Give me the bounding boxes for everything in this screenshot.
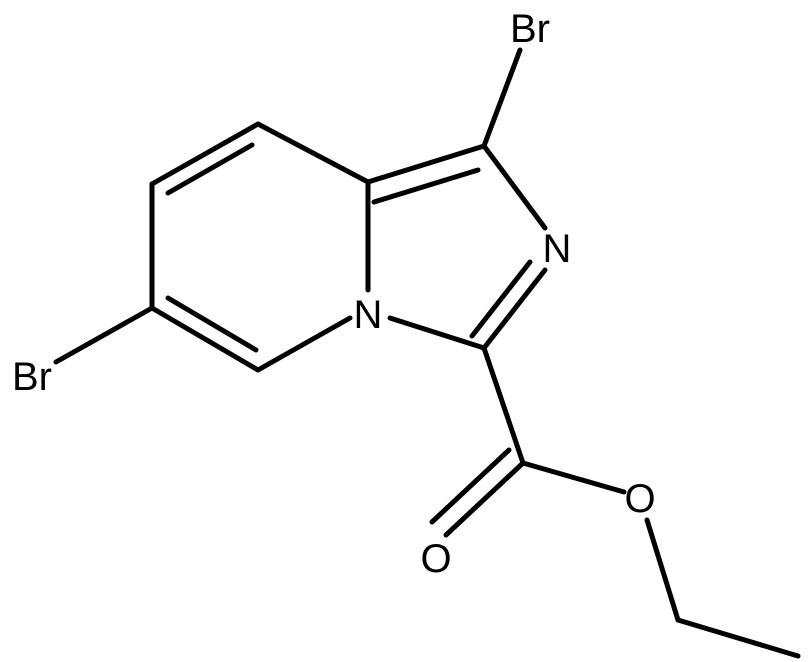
bond-c8a-c1-inner [371,167,481,205]
bond-ccarbonyl-o-double-a [443,460,526,538]
bond-oester-ch2 [644,517,681,623]
bond-c6-c5 [149,305,261,373]
bond-c8a-c1 [365,143,487,185]
bond-ch2-ch3 [675,617,801,659]
bond-n2-c3 [481,267,548,351]
bond-c8a-c8 [255,121,371,185]
bond-c6-c5-inner [165,295,259,353]
nitrogen-label-ring: N [543,227,572,271]
bond-c6-br [53,305,155,365]
bond-c1-n2 [481,143,548,231]
oxygen-label-ester: O [624,477,655,521]
bromine-label-top: Br [510,7,550,51]
nitrogen-label-bridge: N [354,293,383,337]
bond-c1-br [481,47,523,149]
bond-c3-ccarbonyl [481,345,526,466]
bond-c5-n4 [255,315,353,373]
bond-c8-c7-inner [165,142,255,196]
oxygen-label-carbonyl: O [420,537,451,581]
bond-n2-c3-inner [469,259,533,339]
bond-c3-n4 [387,315,487,351]
bond-ccarbonyl-o-double-b [429,447,512,525]
bromine-label-left: Br [12,355,52,399]
bond-c8-c7 [149,121,261,187]
bond-ccarbonyl-oester [520,460,627,495]
